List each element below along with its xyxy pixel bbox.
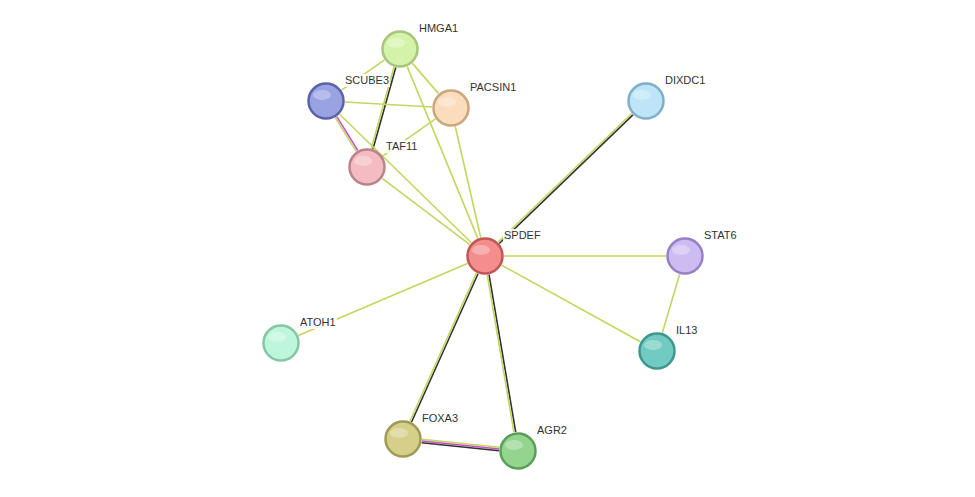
evidence-line (298, 263, 467, 335)
node-label: SCUBE3 (344, 74, 390, 87)
node-gloss (505, 440, 523, 450)
protein-node: SCUBE3 (307, 82, 345, 120)
evidence-line (345, 102, 432, 107)
evidence-line (499, 115, 633, 244)
interaction-edge (487, 275, 515, 433)
node-disc (383, 32, 418, 67)
protein-node: ATOH1 (262, 324, 300, 362)
evidence-line (489, 275, 516, 433)
node-circle (384, 420, 422, 458)
evidence-line (502, 265, 641, 342)
evidence-line (335, 118, 356, 152)
node-label: HMGA1 (418, 22, 459, 35)
node-label: ATOH1 (299, 316, 337, 329)
node-disc (629, 84, 664, 119)
node-gloss (672, 245, 690, 255)
node-label: AGR2 (536, 424, 568, 437)
evidence-line (504, 255, 666, 257)
protein-node: PACSIN1 (432, 89, 470, 127)
protein-node: SPDEF (466, 237, 504, 275)
interaction-edge (502, 265, 641, 342)
interaction-edge (407, 67, 478, 239)
node-disc (501, 434, 536, 469)
node-gloss (313, 90, 331, 100)
node-gloss (438, 97, 456, 107)
node-circle (627, 82, 665, 120)
evidence-line (422, 441, 499, 449)
node-disc (668, 239, 703, 274)
node-gloss (633, 90, 651, 100)
node-label: DIXDC1 (664, 74, 706, 87)
node-label: PACSIN1 (469, 81, 517, 94)
protein-node: DIXDC1 (627, 82, 665, 120)
node-label: IL13 (675, 324, 698, 337)
protein-node: AGR2 (499, 432, 537, 470)
node-circle (381, 30, 419, 68)
node-gloss (472, 245, 490, 255)
node-gloss (390, 428, 408, 438)
interaction-edge (410, 273, 478, 422)
interaction-edge (345, 102, 432, 107)
node-label: SPDEF (503, 229, 542, 242)
evidence-line (412, 274, 478, 422)
node-circle (666, 237, 704, 275)
evidence-line (407, 67, 478, 239)
evidence-line (382, 178, 470, 244)
node-disc (640, 334, 675, 369)
interaction-edge (382, 178, 470, 244)
node-circle (499, 432, 537, 470)
interaction-edge (422, 439, 500, 451)
evidence-line (383, 119, 436, 156)
node-circle (307, 82, 345, 120)
protein-node: TAF11 (348, 148, 386, 186)
node-gloss (387, 38, 405, 48)
evidence-line (410, 273, 476, 421)
node-disc (309, 84, 344, 119)
protein-node: IL13 (638, 332, 676, 370)
evidence-line (422, 443, 499, 451)
interaction-edge (298, 263, 467, 335)
evidence-line (340, 114, 472, 242)
node-disc (386, 422, 421, 457)
interaction-edge (340, 114, 472, 242)
node-circle (262, 324, 300, 362)
protein-node: FOXA3 (384, 420, 422, 458)
protein-node: STAT6 (666, 237, 704, 275)
node-circle (638, 332, 676, 370)
interaction-edge (383, 119, 436, 156)
node-circle (348, 148, 386, 186)
node-gloss (644, 340, 662, 350)
interaction-edge (498, 114, 633, 244)
node-circle (432, 89, 470, 127)
node-disc (434, 91, 469, 126)
node-gloss (354, 156, 372, 166)
protein-node: HMGA1 (381, 30, 419, 68)
evidence-line (498, 114, 632, 243)
node-disc (350, 150, 385, 185)
interaction-edge (504, 256, 666, 257)
node-label: TAF11 (385, 140, 418, 153)
node-gloss (268, 332, 286, 342)
evidence-line (455, 127, 480, 238)
node-label: FOXA3 (421, 412, 459, 425)
evidence-line (487, 275, 514, 433)
node-disc (264, 326, 299, 361)
interaction-edge (455, 127, 480, 238)
node-circle (466, 237, 504, 275)
node-disc (468, 239, 503, 274)
node-label: STAT6 (703, 229, 738, 242)
